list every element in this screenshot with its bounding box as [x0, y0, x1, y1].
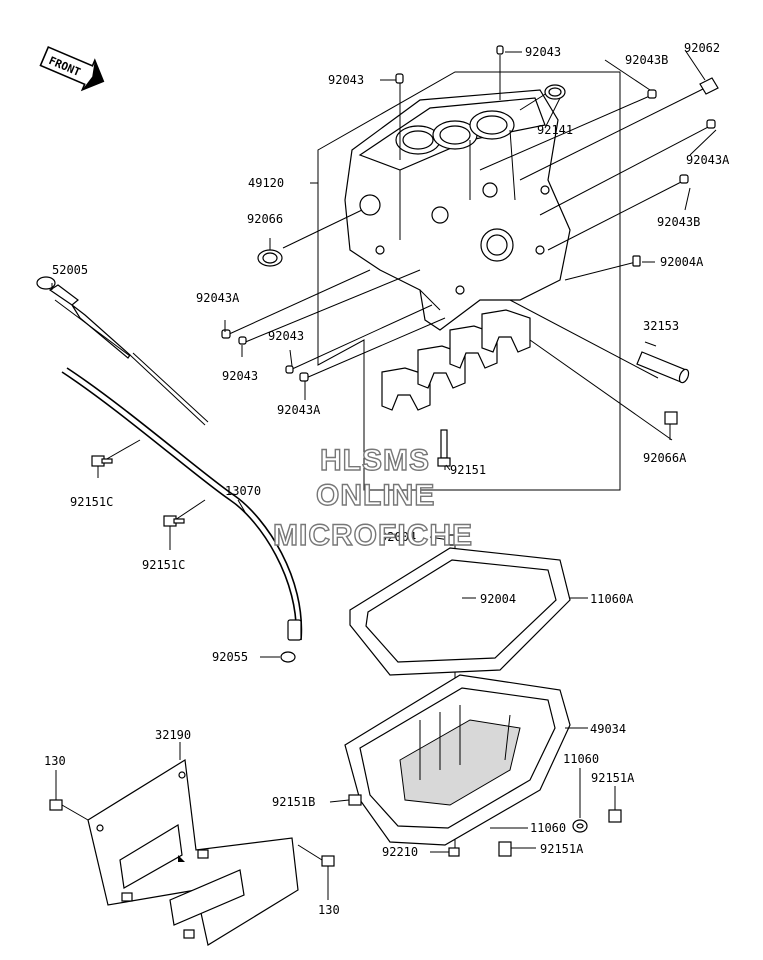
part-label: 92043	[328, 73, 364, 87]
part-label: 92004	[480, 592, 516, 606]
part-label: 130	[318, 903, 340, 917]
part-label: 92043A	[277, 403, 321, 417]
part-label: 130	[44, 754, 66, 768]
part-label: 11060A	[590, 592, 634, 606]
part-label: 11060	[563, 752, 599, 766]
part-label: 92210	[382, 845, 418, 859]
part-label: 92043	[525, 45, 561, 59]
watermark: HLSMS ONLINE MICROFICHE	[272, 443, 473, 552]
skid-plate-icon	[87, 758, 299, 946]
part-label: 92151A	[540, 842, 584, 856]
part-labels: 92043 92043 92043B 92062 92141 92043A 49…	[44, 41, 730, 917]
part-label: 92043	[222, 369, 258, 383]
callout-frame	[317, 71, 621, 491]
oil-pan-icon	[344, 674, 571, 846]
gasket-icon	[349, 547, 571, 676]
part-label: 92151C	[142, 558, 185, 572]
part-label: 49034	[590, 722, 626, 736]
part-label: 32190	[155, 728, 191, 742]
part-label: 32153	[643, 319, 679, 333]
label-leaders	[51, 49, 717, 900]
part-label: 92141	[537, 123, 573, 137]
part-label: 92043B	[625, 53, 668, 67]
part-label: 92043B	[657, 215, 700, 229]
part-label: 92066A	[643, 451, 687, 465]
part-label: 92066	[247, 212, 283, 226]
o-ring-92055-icon	[280, 651, 296, 663]
part-label: 52005	[52, 263, 88, 277]
part-label: 92151C	[70, 495, 113, 509]
bolt-92151-icon	[437, 429, 451, 467]
plug-92066A-icon	[664, 411, 678, 425]
bolt-92151C-icon	[91, 455, 185, 527]
bearing-caps	[381, 309, 531, 411]
part-label: 11060	[530, 821, 566, 835]
part-label: 92062	[684, 41, 720, 55]
part-label: 92151B	[272, 795, 315, 809]
dipstick-icon	[36, 276, 209, 426]
part-label: 49120	[248, 176, 284, 190]
watermark-line: MICROFICHE	[273, 519, 473, 552]
part-label: 92004	[380, 530, 416, 544]
part-label: 92004A	[660, 255, 704, 269]
watermark-line: ONLINE	[316, 479, 435, 512]
cylinder-block	[344, 89, 571, 331]
pipe-32153-icon	[636, 351, 690, 384]
plug-92062-icon	[699, 77, 719, 95]
part-label: 92043A	[686, 153, 730, 167]
watermark-line: HLSMS	[320, 444, 430, 477]
part-label: 13070	[225, 484, 261, 498]
dipstick-guide-tube-icon	[61, 367, 303, 641]
part-label: 92151	[450, 463, 486, 477]
part-label: 92151A	[591, 771, 635, 785]
part-label: 92043A	[196, 291, 240, 305]
part-label: 92043	[268, 329, 304, 343]
part-label: 92055	[212, 650, 248, 664]
front-arrow-icon: FRONT	[39, 46, 105, 92]
